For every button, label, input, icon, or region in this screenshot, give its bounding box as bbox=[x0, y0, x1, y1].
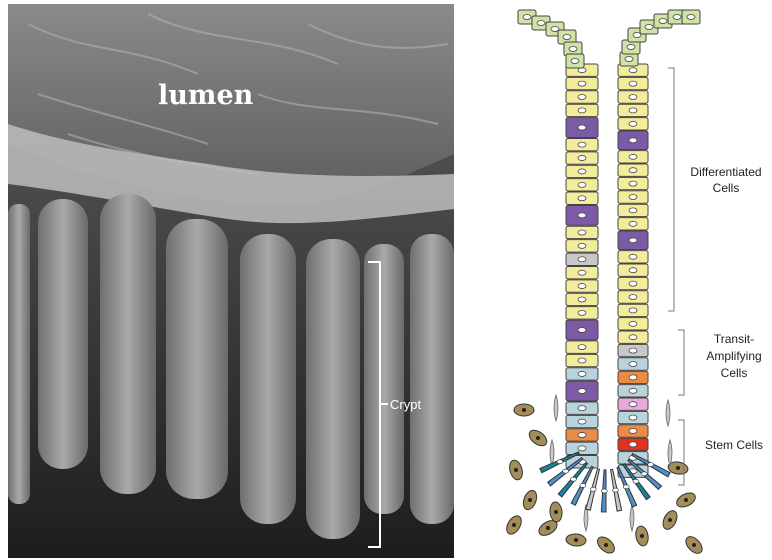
differentiated-cell bbox=[566, 138, 598, 150]
differentiated-cell bbox=[618, 77, 648, 89]
villus-cell bbox=[682, 10, 700, 24]
differentiated-cell bbox=[566, 307, 598, 319]
transit-amplifying-cell bbox=[566, 429, 598, 441]
stem-cell bbox=[601, 470, 607, 512]
stromal-cell bbox=[683, 534, 705, 557]
differentiated-cell bbox=[618, 164, 648, 176]
differentiated-cell bbox=[618, 151, 648, 163]
stromal-cell bbox=[504, 513, 525, 536]
differentiated-cell bbox=[566, 226, 598, 238]
stromal-cell bbox=[566, 533, 587, 547]
micrograph-panel: lumen Crypt bbox=[8, 4, 454, 558]
differentiated-cell bbox=[566, 179, 598, 191]
transit-amplifying-cell bbox=[618, 425, 648, 437]
fibroblast-cell bbox=[668, 440, 672, 466]
differentiated-cell bbox=[566, 165, 598, 177]
differentiated-cell bbox=[618, 91, 648, 103]
stromal-cell bbox=[549, 501, 563, 522]
stromal-cell bbox=[595, 534, 618, 556]
stromal-cell bbox=[526, 427, 549, 449]
differentiated-cell bbox=[618, 291, 648, 303]
stem-cell bbox=[618, 438, 648, 450]
differentiated-cell bbox=[618, 264, 648, 276]
differentiated-cell bbox=[566, 266, 598, 278]
fibroblast-cell bbox=[554, 395, 558, 421]
transit-bracket bbox=[678, 330, 684, 395]
transit-amplifying-cell bbox=[566, 402, 598, 414]
goblet-cell bbox=[566, 381, 598, 401]
transit-amplifying-cell bbox=[566, 442, 598, 454]
differentiated-cell bbox=[618, 318, 648, 330]
differentiated-cell bbox=[618, 218, 648, 230]
differentiated-cell bbox=[566, 240, 598, 252]
differentiated-cell bbox=[566, 192, 598, 204]
differentiated-cell bbox=[618, 277, 648, 289]
differentiated-cell bbox=[566, 104, 598, 116]
fibroblast-cell bbox=[666, 400, 670, 426]
paneth-cell bbox=[566, 253, 598, 265]
differentiated-cell bbox=[566, 77, 598, 89]
transit-amplifying-cell bbox=[566, 368, 598, 380]
differentiated-label-line2: Cells bbox=[713, 181, 740, 195]
stromal-cell bbox=[674, 490, 697, 510]
transit-label-line2: Amplifying bbox=[706, 349, 761, 363]
goblet-cell bbox=[566, 118, 598, 138]
transit-amplifying-cell bbox=[618, 358, 648, 370]
differentiated-cell bbox=[618, 304, 648, 316]
stromal-cell bbox=[634, 525, 650, 547]
differentiated-cell bbox=[618, 251, 648, 263]
differentiated-bracket bbox=[668, 68, 674, 311]
transit-amplifying-cell bbox=[618, 385, 648, 397]
stromal-cell bbox=[514, 404, 534, 416]
differentiated-cell bbox=[566, 293, 598, 305]
differentiated-cell bbox=[566, 152, 598, 164]
goblet-cell bbox=[618, 231, 648, 250]
villus-top-cells bbox=[518, 10, 700, 68]
stem-label: Stem Cells bbox=[705, 438, 763, 452]
transit-amplifying-cell bbox=[618, 411, 648, 423]
stromal-cell bbox=[521, 489, 539, 512]
differentiated-cell bbox=[566, 354, 598, 366]
goblet-cell bbox=[566, 320, 598, 340]
differentiated-cell bbox=[618, 118, 648, 130]
transit-amplifying-cell bbox=[618, 371, 648, 383]
transit-label-line1: Transit- bbox=[714, 332, 754, 346]
differentiated-cell bbox=[566, 280, 598, 292]
differentiated-cell bbox=[618, 177, 648, 189]
crypt-base-stem-cells bbox=[540, 452, 670, 512]
crypt-diagram: Differentiated Cells Transit- Amplifying… bbox=[456, 0, 772, 560]
differentiated-label-line1: Differentiated bbox=[690, 165, 761, 179]
differentiated-cell bbox=[618, 191, 648, 203]
crypt-diagram-panel: Differentiated Cells Transit- Amplifying… bbox=[456, 0, 772, 560]
crypt-right-wall bbox=[618, 64, 648, 477]
crypt-label: Crypt bbox=[390, 397, 421, 412]
fibroblast-cell bbox=[630, 505, 634, 531]
goblet-cell bbox=[618, 131, 648, 150]
paneth-cell bbox=[618, 344, 648, 356]
differentiated-cell bbox=[618, 331, 648, 343]
goblet-cell bbox=[566, 205, 598, 225]
differentiated-cell bbox=[618, 204, 648, 216]
differentiated-cell bbox=[618, 104, 648, 116]
transit-label-line3: Cells bbox=[721, 366, 748, 380]
sem-micrograph: lumen Crypt bbox=[8, 4, 454, 558]
differentiated-cell bbox=[566, 91, 598, 103]
transit-amplifying-cell bbox=[566, 415, 598, 427]
differentiated-cell bbox=[566, 341, 598, 353]
stem-bracket bbox=[678, 420, 684, 485]
crypt-left-wall bbox=[566, 64, 598, 468]
lumen-label: lumen bbox=[158, 80, 254, 111]
stromal-cell bbox=[507, 459, 524, 482]
stromal-cell bbox=[660, 508, 680, 531]
transit-amplifying-cell bbox=[618, 398, 648, 410]
villus-cell bbox=[566, 54, 584, 68]
